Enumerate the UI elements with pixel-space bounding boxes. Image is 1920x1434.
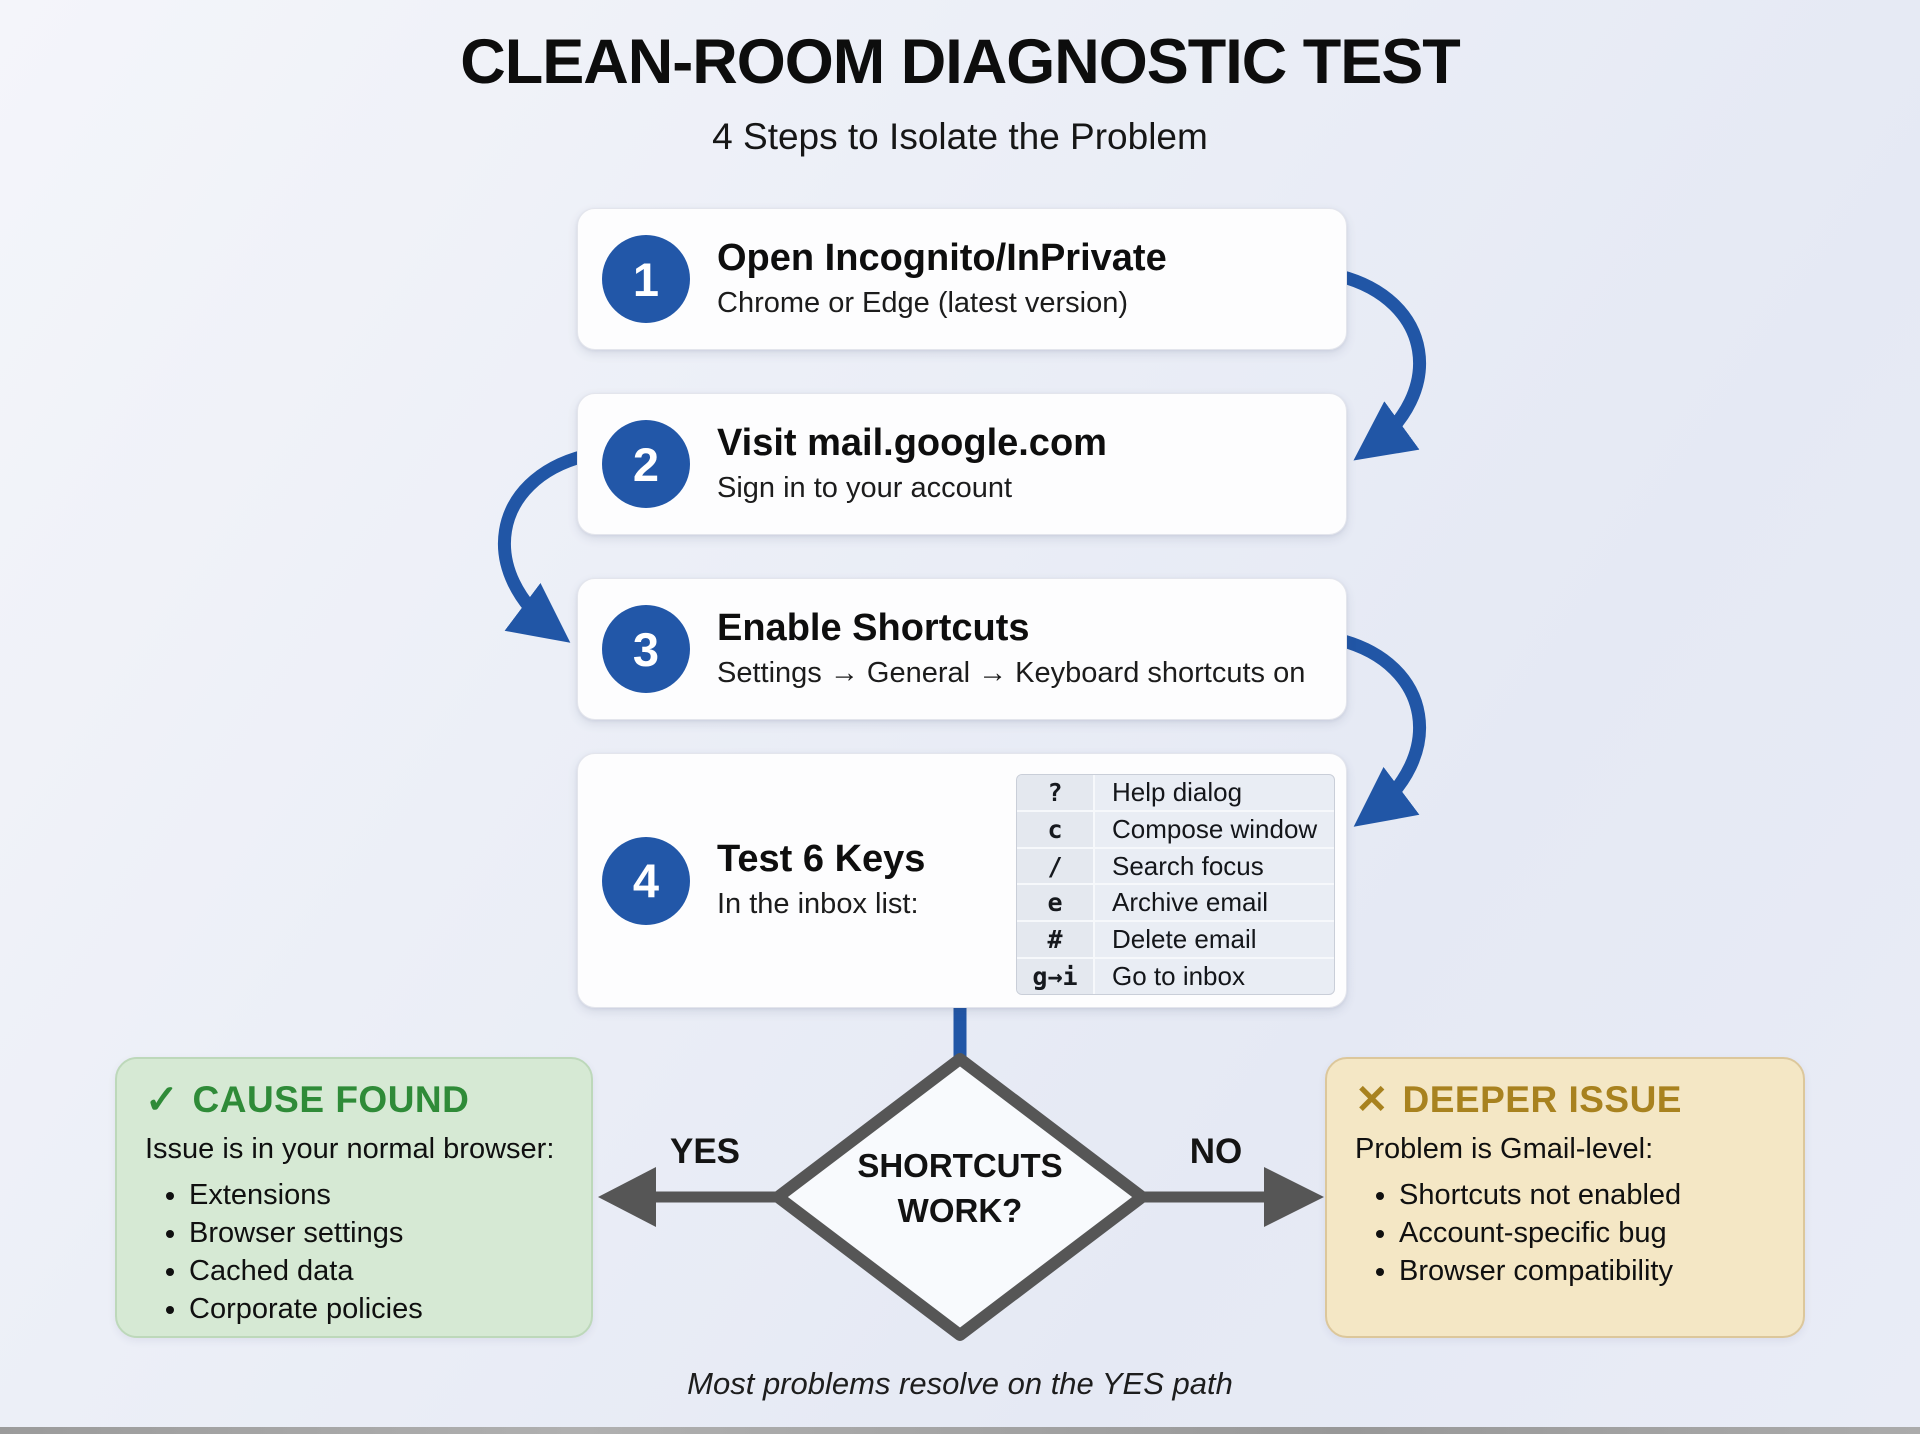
step-4-title: Test 6 Keys bbox=[717, 838, 926, 881]
table-row: ? Help dialog bbox=[1017, 775, 1334, 812]
step-card-2: 2 Visit mail.google.com Sign in to your … bbox=[577, 393, 1347, 535]
page-subtitle: 4 Steps to Isolate the Problem bbox=[712, 116, 1208, 157]
step-2-number-badge: 2 bbox=[602, 420, 690, 508]
list-item: Corporate policies bbox=[189, 1290, 565, 1328]
step-3-number-badge: 3 bbox=[602, 605, 690, 693]
table-row: e Archive email bbox=[1017, 885, 1334, 923]
yes-path-label: YES bbox=[669, 1132, 741, 1171]
outcome-deeper-issue: ✕ DEEPER ISSUE Problem is Gmail-level: S… bbox=[1325, 1057, 1805, 1338]
step-1-number-badge: 1 bbox=[602, 235, 690, 323]
shortcut-key-table: ? Help dialog c Compose window / Search … bbox=[1016, 774, 1335, 995]
shortcut-key: e bbox=[1017, 885, 1095, 921]
table-row: c Compose window bbox=[1017, 811, 1334, 849]
footer-note: Most problems resolve on the YES path bbox=[687, 1366, 1233, 1401]
shortcut-key: g→i bbox=[1017, 959, 1095, 994]
no-path-label: NO bbox=[1189, 1132, 1243, 1171]
step-card-4: 4 Test 6 Keys In the inbox list: ? Help … bbox=[577, 753, 1347, 1008]
outcome-no-title: DEEPER ISSUE bbox=[1402, 1079, 1682, 1120]
list-item: Shortcuts not enabled bbox=[1399, 1176, 1777, 1214]
list-item: Cached data bbox=[189, 1252, 565, 1290]
x-icon: ✕ bbox=[1355, 1078, 1389, 1122]
outcome-yes-bullet-list: Extensions Browser settings Cached data … bbox=[145, 1176, 565, 1328]
check-icon: ✓ bbox=[145, 1078, 179, 1122]
decision-question-line2: WORK? bbox=[897, 1191, 1023, 1229]
shortcut-action: Compose window bbox=[1112, 813, 1318, 844]
table-row: / Search focus bbox=[1017, 848, 1334, 886]
step-card-3: 3 Enable Shortcuts Settings → General → … bbox=[577, 578, 1347, 720]
step-3-title: Enable Shortcuts bbox=[717, 606, 1030, 649]
decision-question: SHORTCUTS WORK? bbox=[810, 1144, 1110, 1234]
arrow-step2-to-step3 bbox=[498, 449, 591, 643]
shortcut-key: # bbox=[1017, 922, 1095, 958]
outcome-yes-title: CAUSE FOUND bbox=[192, 1079, 470, 1120]
outcome-no-lead: Problem is Gmail-level: bbox=[1355, 1133, 1654, 1165]
shortcut-action: Delete email bbox=[1112, 924, 1257, 955]
step-3-desc: Settings → General → Keyboard shortcuts … bbox=[717, 656, 1306, 689]
step-2-desc: Sign in to your account bbox=[717, 471, 1013, 504]
arrow-step1-to-step2 bbox=[1333, 269, 1426, 461]
arrow-step3-to-step4 bbox=[1333, 633, 1426, 827]
shortcut-action: Go to inbox bbox=[1112, 961, 1245, 992]
table-row: g→i Go to inbox bbox=[1017, 959, 1334, 994]
outcome-no-bullet-list: Shortcuts not enabled Account-specific b… bbox=[1355, 1176, 1777, 1290]
shortcut-action: Search focus bbox=[1112, 850, 1264, 881]
page-title: CLEAN-ROOM DIAGNOSTIC TEST bbox=[460, 27, 1460, 97]
shortcut-action: Archive email bbox=[1112, 887, 1269, 918]
outcome-cause-found: ✓ CAUSE FOUND Issue is in your normal br… bbox=[115, 1057, 593, 1338]
decision-question-line1: SHORTCUTS bbox=[857, 1147, 1063, 1184]
step-2-title: Visit mail.google.com bbox=[717, 421, 1107, 464]
step-card-1: 1 Open Incognito/InPrivate Chrome or Edg… bbox=[577, 208, 1347, 350]
yes-arrowhead bbox=[598, 1167, 656, 1227]
decision-diamond bbox=[772, 1053, 1148, 1341]
list-item: Browser settings bbox=[189, 1214, 565, 1252]
step-4-desc: In the inbox list: bbox=[717, 888, 919, 921]
step-1-desc: Chrome or Edge (latest version) bbox=[717, 286, 1128, 319]
bottom-edge-strip bbox=[0, 1427, 1920, 1434]
step-1-title: Open Incognito/InPrivate bbox=[717, 236, 1167, 279]
table-row: # Delete email bbox=[1017, 922, 1334, 960]
step-4-number-badge: 4 bbox=[602, 836, 690, 925]
list-item: Extensions bbox=[189, 1176, 565, 1214]
no-arrowhead bbox=[1264, 1167, 1324, 1227]
outcome-yes-lead: Issue is in your normal browser: bbox=[145, 1133, 555, 1165]
shortcut-key: ? bbox=[1017, 775, 1095, 810]
list-item: Browser compatibility bbox=[1399, 1252, 1777, 1290]
list-item: Account-specific bug bbox=[1399, 1214, 1777, 1252]
shortcut-action: Help dialog bbox=[1112, 776, 1243, 807]
shortcut-key: c bbox=[1017, 811, 1095, 847]
shortcut-key: / bbox=[1017, 848, 1095, 884]
